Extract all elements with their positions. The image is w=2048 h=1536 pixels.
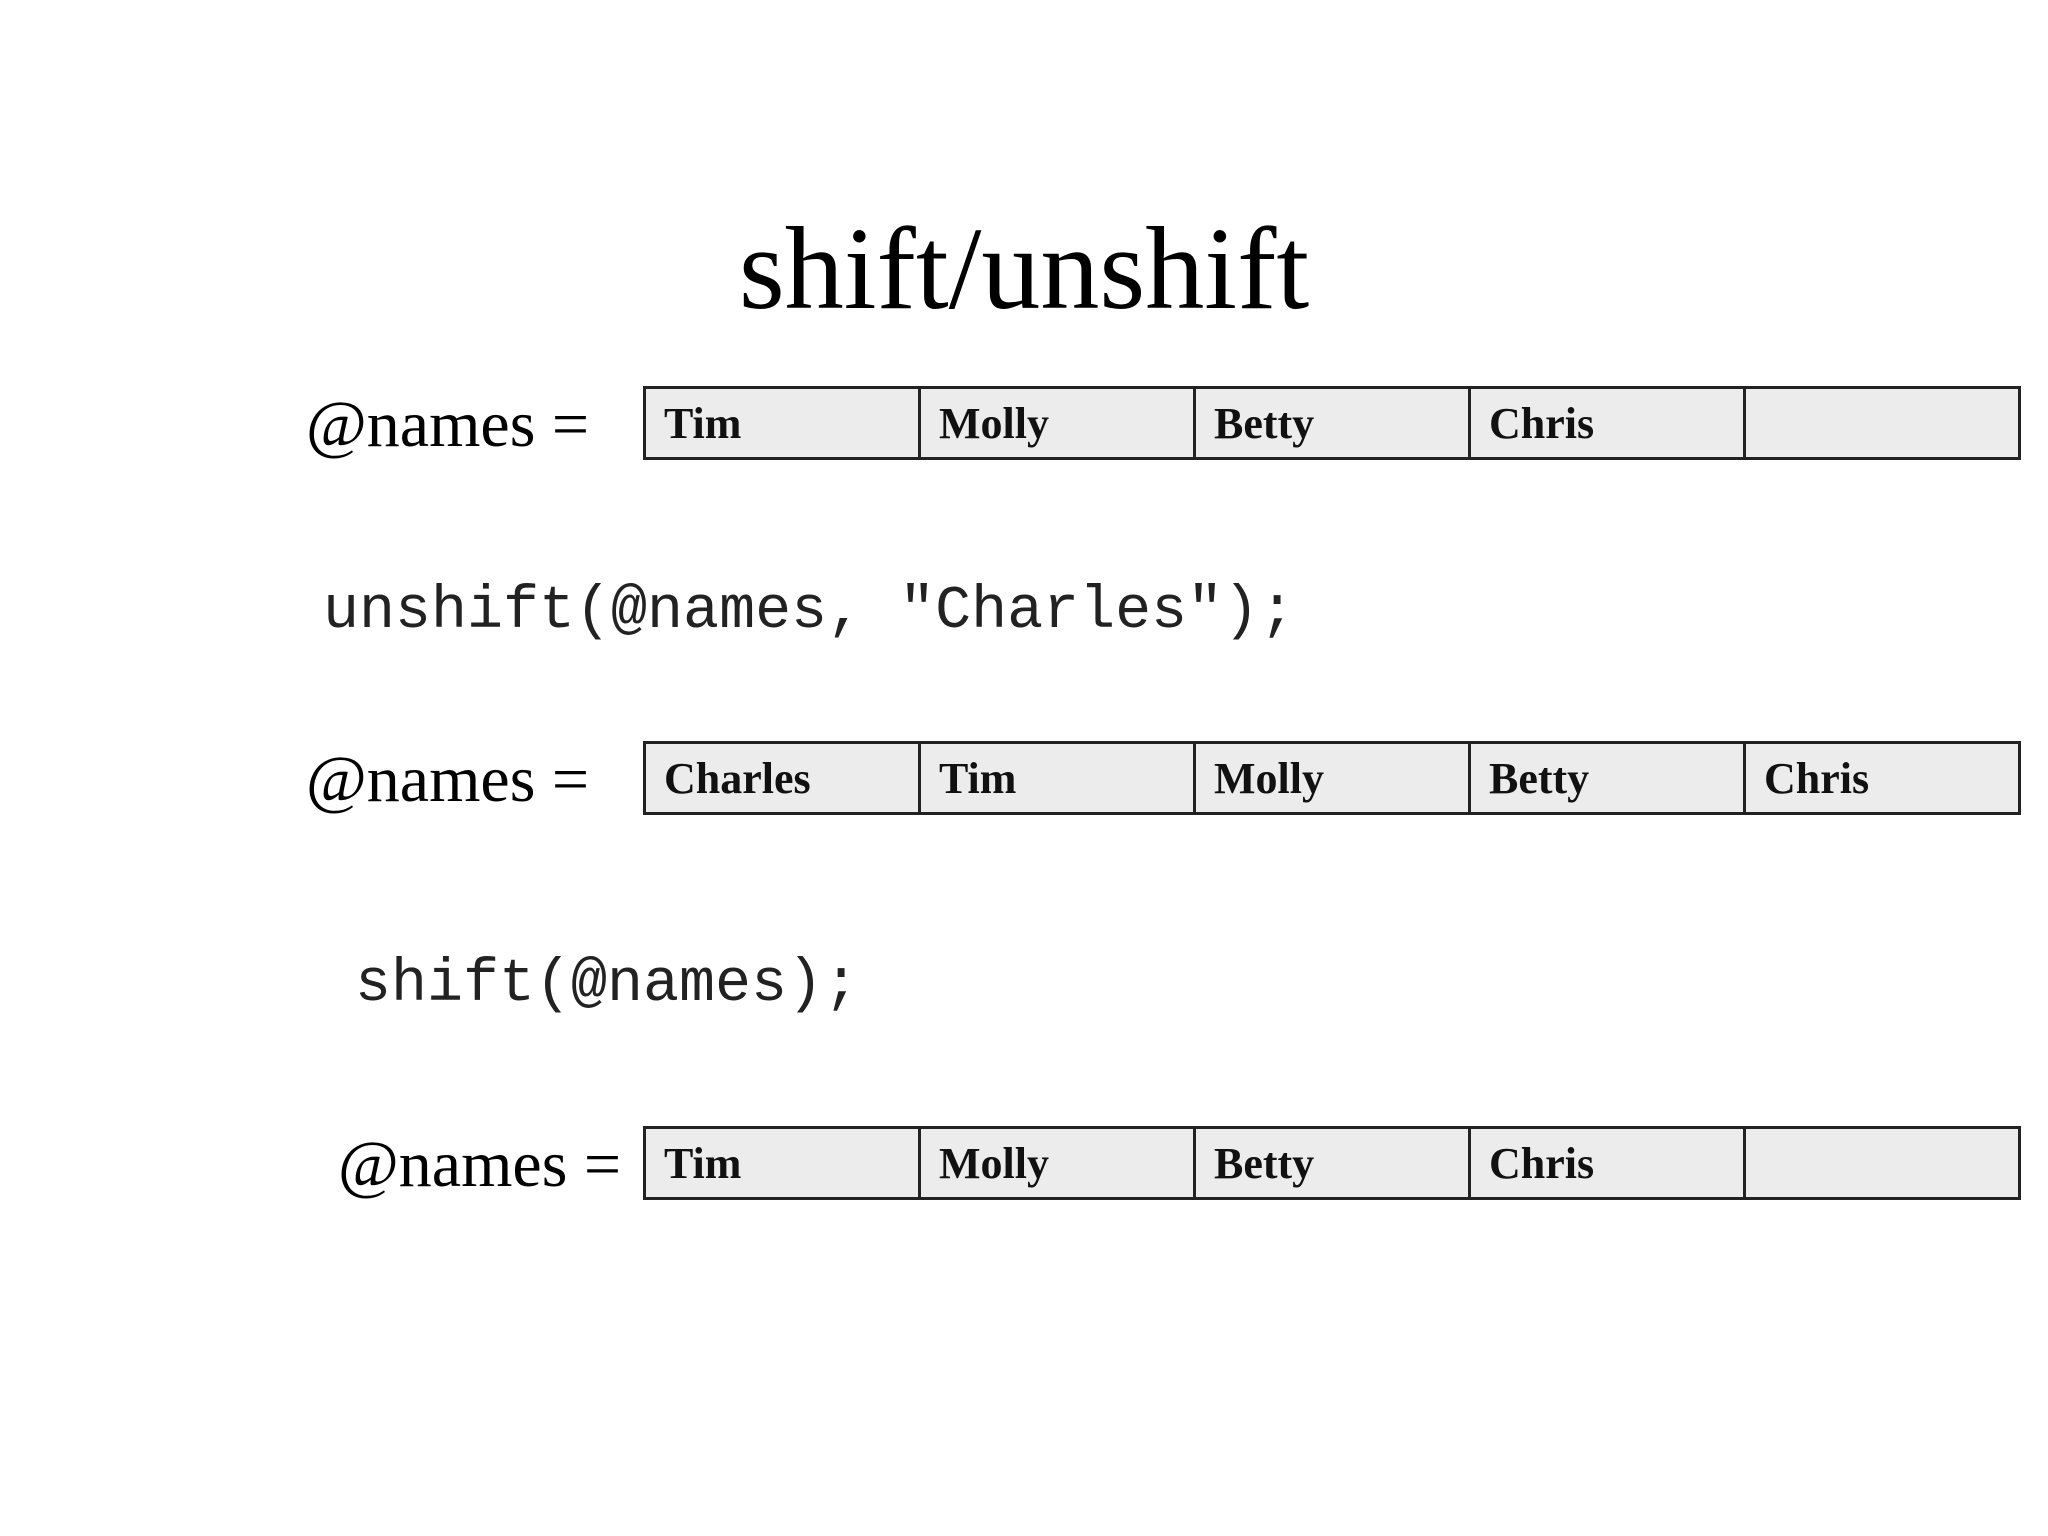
array-row-1: Tim Molly Betty Chris	[643, 386, 2021, 460]
array-cell: Betty	[1193, 389, 1468, 457]
array-label-2: @names =	[306, 743, 590, 816]
array-cell: Tim	[664, 1138, 742, 1188]
code-shift: shift(@names);	[355, 951, 860, 1019]
code-unshift: unshift(@names, "Charles");	[323, 578, 1296, 646]
array-row-3: Tim Molly Betty Chris	[643, 1126, 2021, 1200]
array-cell: Molly	[918, 389, 1193, 457]
array-cell: Molly	[1193, 744, 1468, 812]
array-cell: Tim	[664, 398, 742, 448]
array-cell: Betty	[1468, 744, 1743, 812]
array-cell: Charles	[664, 753, 811, 803]
array-cell: Molly	[918, 1129, 1193, 1197]
array-cell: Betty	[1193, 1129, 1468, 1197]
array-label-1: @names =	[306, 388, 590, 461]
slide-title: shift/unshift	[738, 203, 1310, 334]
array-cell: Chris	[1743, 744, 2018, 812]
array-cell	[1743, 389, 2018, 457]
array-row-2: Charles Tim Molly Betty Chris	[643, 741, 2021, 815]
array-label-3: @names =	[338, 1128, 622, 1201]
array-cell	[1743, 1129, 2018, 1197]
array-cell: Chris	[1468, 389, 1743, 457]
array-cell: Chris	[1468, 1129, 1743, 1197]
array-cell: Tim	[918, 744, 1193, 812]
